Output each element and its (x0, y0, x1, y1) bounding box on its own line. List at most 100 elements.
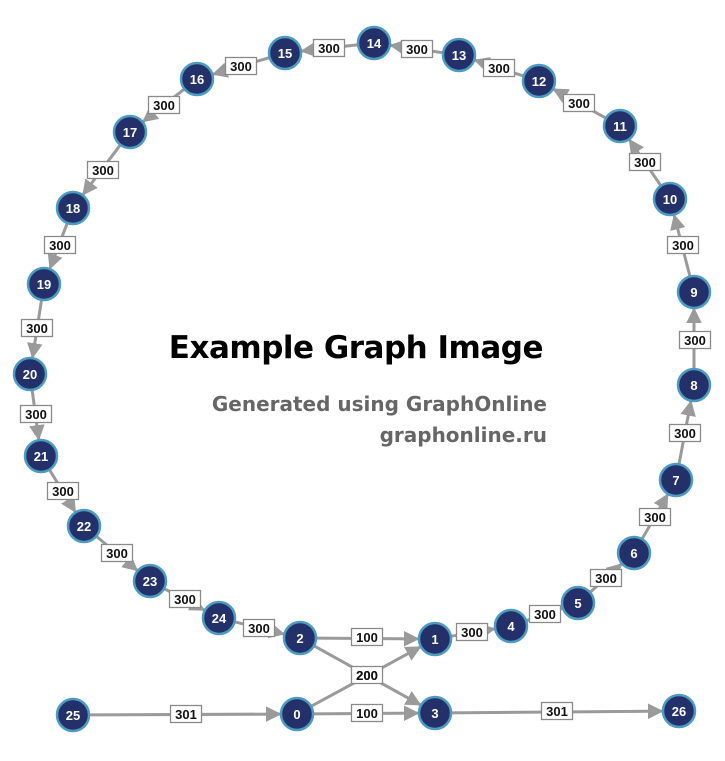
node-circle (132, 563, 168, 599)
graph-node-11[interactable]: 11 (602, 108, 638, 144)
node-circle (441, 37, 477, 73)
graph-node-2[interactable]: 2 (282, 620, 318, 656)
edge-weight-1-4: 300 (455, 622, 489, 642)
edge-weight-23-24: 300 (168, 589, 202, 609)
node-label: 0 (293, 707, 300, 722)
node-circle (12, 356, 48, 392)
graph-node-4[interactable]: 4 (493, 608, 529, 644)
graph-node-9[interactable]: 9 (676, 274, 712, 310)
edge-weight-label: 300 (106, 546, 128, 561)
edge-weight-box (242, 618, 276, 638)
edge-weight-box (528, 604, 562, 624)
node-circle (417, 695, 453, 731)
edge-weight-label: 301 (175, 707, 197, 722)
edge-weight-box (668, 423, 702, 443)
node-label: 21 (34, 449, 48, 464)
edge-weight-label: 300 (674, 426, 696, 441)
edge-weight-7-8: 300 (668, 423, 702, 443)
edge-weight-box (86, 160, 120, 180)
graph-node-6[interactable]: 6 (616, 535, 652, 571)
node-circle (676, 274, 712, 310)
node-label: 5 (574, 596, 581, 611)
graph-node-18[interactable]: 18 (55, 190, 91, 226)
node-label: 4 (507, 619, 515, 634)
edge-weight-label: 200 (356, 668, 378, 683)
graph-node-16[interactable]: 16 (179, 61, 215, 97)
edge-weight-box (666, 235, 700, 255)
node-label: 9 (690, 285, 697, 300)
graph-node-3[interactable]: 3 (417, 695, 453, 731)
edge-weight-label: 100 (356, 630, 378, 645)
edge-weight-13-14: 300 (400, 39, 434, 59)
edge-weight-22-23: 300 (100, 543, 134, 563)
graph-node-19[interactable]: 19 (26, 266, 62, 302)
node-label: 8 (690, 378, 697, 393)
edge-weight-2-1: 100 (350, 627, 384, 647)
graph-node-1[interactable]: 1 (417, 621, 453, 657)
edge-weight-box (350, 703, 384, 723)
node-label: 23 (143, 574, 157, 589)
edge-weight-box (312, 38, 346, 58)
edge-weight-label: 301 (546, 704, 568, 719)
graph-node-15[interactable]: 15 (267, 35, 303, 71)
node-circle (602, 108, 638, 144)
node-circle (560, 585, 596, 621)
edge-weight-label: 300 (92, 163, 114, 178)
node-circle (201, 600, 237, 636)
graph-node-23[interactable]: 23 (132, 563, 168, 599)
node-label: 20 (23, 367, 37, 382)
edge-weight-20-21: 300 (19, 404, 53, 424)
node-circle (652, 181, 688, 217)
node-label: 17 (123, 125, 137, 140)
edge-weight-18-19: 300 (43, 235, 77, 255)
node-circle (179, 61, 215, 97)
graph-node-17[interactable]: 17 (112, 114, 148, 150)
edge-weight-box (589, 568, 623, 588)
edge-weight-5-6: 300 (589, 568, 623, 588)
node-label: 6 (630, 546, 637, 561)
graph-node-10[interactable]: 10 (652, 181, 688, 217)
edge-weight-box (562, 93, 596, 113)
node-circle (267, 35, 303, 71)
node-circle (66, 508, 102, 544)
edge-weight-3-26: 301 (540, 701, 574, 721)
edge-weight-label: 300 (461, 625, 483, 640)
graph-subtitle: Generated using GraphOnline (211, 392, 547, 416)
edge-weight-box (46, 481, 80, 501)
graph-node-20[interactable]: 20 (12, 356, 48, 392)
node-circle (521, 63, 557, 99)
graph-node-25[interactable]: 25 (55, 697, 91, 733)
graph-node-12[interactable]: 12 (521, 63, 557, 99)
graph-node-7[interactable]: 7 (658, 462, 694, 498)
edge-weight-15-16: 300 (224, 56, 258, 76)
edge-weight-16-17: 300 (147, 95, 181, 115)
edge-weight-11-12: 300 (562, 93, 596, 113)
edge-weight-24-2: 300 (242, 618, 276, 638)
nodes-layer: 0123456789101112131415161718192021222324… (12, 25, 712, 733)
node-label: 13 (452, 48, 466, 63)
graph-node-26[interactable]: 26 (661, 693, 697, 729)
node-label: 26 (672, 704, 686, 719)
edge-weight-label: 100 (356, 706, 378, 721)
graph-node-21[interactable]: 21 (23, 438, 59, 474)
node-label: 15 (278, 46, 292, 61)
graph-title: Example Graph Image (168, 330, 544, 366)
edge-weight-label: 300 (153, 98, 175, 113)
graph-node-5[interactable]: 5 (560, 585, 596, 621)
graph-node-8[interactable]: 8 (676, 367, 712, 403)
node-circle (616, 535, 652, 571)
node-circle (661, 693, 697, 729)
graph-node-14[interactable]: 14 (356, 25, 392, 61)
graph-node-0[interactable]: 0 (279, 696, 315, 732)
edge-weight-label: 300 (534, 607, 556, 622)
node-circle (676, 367, 712, 403)
edge-weight-14-15: 300 (312, 38, 346, 58)
edge-weight-box (168, 589, 202, 609)
graph-node-22[interactable]: 22 (66, 508, 102, 544)
edge-weight-label: 300 (174, 592, 196, 607)
edge-weight-label: 300 (406, 42, 428, 57)
graph-node-24[interactable]: 24 (201, 600, 237, 636)
graph-node-13[interactable]: 13 (441, 37, 477, 73)
